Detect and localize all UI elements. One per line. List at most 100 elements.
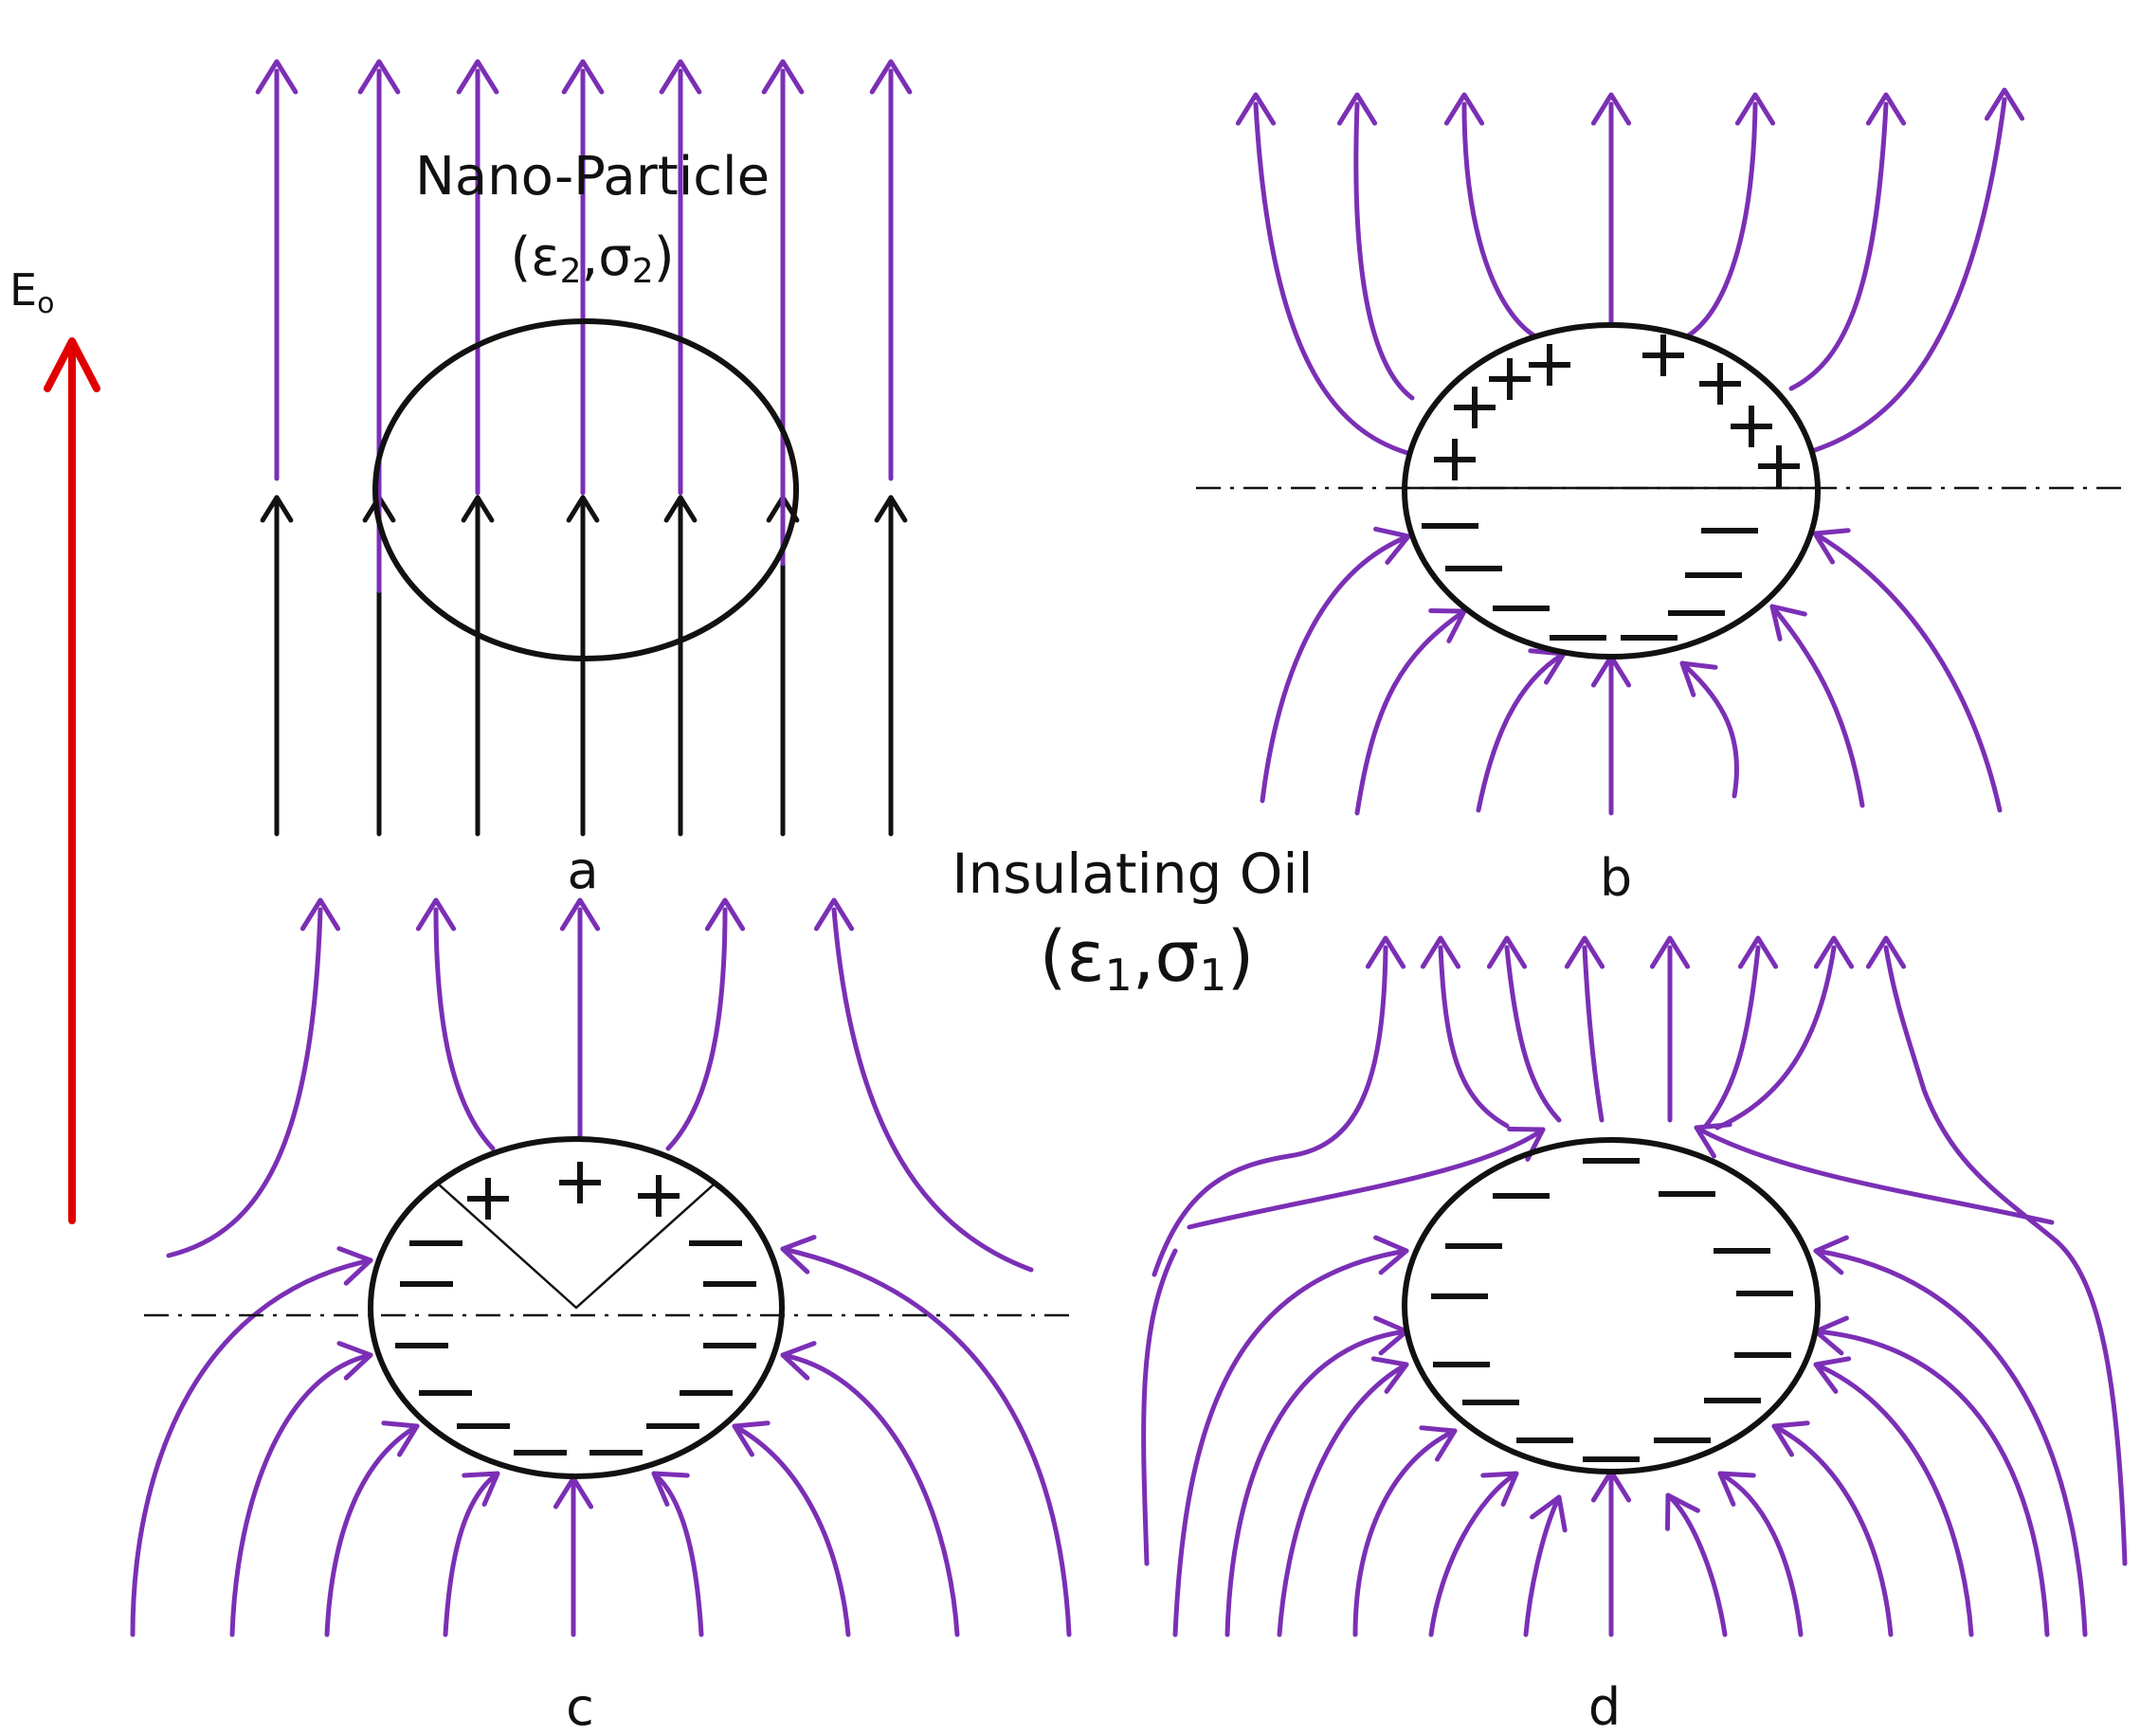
panel-c-field-line-top-3-arrowhead (559, 897, 601, 931)
field-label: Eo (9, 264, 54, 320)
panel-d-field-line-top-10-arrowhead (1865, 935, 1907, 969)
panel-b-field-line-top-4-arrowhead (1590, 92, 1632, 126)
particle-properties: (ε2,σ2) (510, 226, 674, 291)
panel-d-field-line-bottom-8 (1665, 1492, 1728, 1637)
panel-a-black-arrowhead-1 (260, 495, 294, 523)
panel-c-field-line-bottom-8 (780, 1352, 960, 1637)
panel-c-field-line-bottom-7-arrowhead (732, 1420, 771, 1457)
panel-b-field-lines (1235, 87, 2025, 816)
panel-b (1196, 87, 2128, 816)
panel-d-field-line-bottom-10 (1771, 1423, 1894, 1637)
panel-c-field-line-bottom-3 (324, 1423, 420, 1637)
panel-a-purple-lines (255, 59, 913, 593)
panel-c-field-line-bottom-1-arrowhead (336, 1246, 373, 1286)
panel-d-field-line-bottom-13 (1813, 1248, 2088, 1637)
panel-d-field-line-bottom-12 (1813, 1329, 2050, 1637)
panel-b-field-line-top-6 (1788, 101, 1889, 391)
panel-b-field-line-top-5 (1684, 101, 1758, 339)
panel-d-field-line-top-3 (1582, 945, 1605, 1123)
panel-a-black-arrowhead-5 (663, 495, 698, 523)
panel-b-field-line-bottom-2-arrowhead (1428, 607, 1467, 643)
panel-d (1141, 935, 2128, 1637)
panel-b-field-line-top-3 (1461, 101, 1538, 339)
panel-d-field-line-bottom-6-arrowhead (1530, 1494, 1568, 1533)
panel-a-field-arrowhead-3 (456, 59, 499, 95)
panel-d-field-line-top-8 (1187, 1127, 1546, 1230)
panel-b-field-line-bottom-1-arrowhead (1373, 526, 1411, 565)
panel-a-black-arrowhead-3 (461, 495, 495, 523)
panel-b-negative-charges (1422, 523, 1758, 641)
panel-b-field-line-bottom-6 (1769, 604, 1865, 808)
panel-a-field-arrowhead-1 (255, 59, 299, 95)
panel-a-field-arrowhead-7 (869, 59, 913, 95)
panel-d-field-line-top-1 (1438, 945, 1510, 1129)
panel-d-field-line-bottom-10-arrowhead (1771, 1420, 1810, 1457)
panel-b-field-line-top-2-arrowhead (1336, 92, 1378, 126)
panel-d-field-line-top-9-arrowhead (1694, 1122, 1732, 1159)
panel-c-field-line-bottom-8-arrowhead (780, 1341, 817, 1381)
panel-b-field-line-top-1-arrowhead (1235, 92, 1277, 126)
panel-d-field-line-top-7-arrowhead (1365, 935, 1406, 969)
applied-field-arrow (44, 337, 100, 1224)
panel-c-field-line-bottom-6-arrowhead (651, 1471, 690, 1507)
panel-d-field-line-top-6-arrowhead (1813, 935, 1855, 969)
panel-a-black-arrowhead-4 (566, 495, 600, 523)
panel-c-field-line-top-4-arrowhead (704, 897, 746, 931)
particle-name: Nano-Particle (415, 146, 770, 208)
panel-b-field-line-bottom-6-arrowhead (1769, 604, 1807, 642)
panel-c-field-line-bottom-2 (229, 1352, 373, 1637)
panel-b-field-line-top-5-arrowhead (1734, 92, 1776, 126)
panel-a-field-arrowhead-5 (659, 59, 702, 95)
panel-c-field-line-bottom-9-arrowhead (780, 1235, 817, 1275)
panel-d-field-line-top-2-arrowhead (1486, 935, 1528, 969)
panel-c (130, 897, 1072, 1637)
panel-d-field-line-bottom-9-arrowhead (1717, 1471, 1756, 1507)
panel-d-field-line-bottom-5-arrowhead (1480, 1471, 1519, 1507)
panel-c-label: c (566, 1677, 594, 1736)
panel-b-field-line-bottom-5 (1679, 660, 1740, 799)
panel-d-field-line-top-5 (1703, 945, 1761, 1129)
panel-a-black-lines (260, 495, 908, 837)
panel-a-label: a (567, 841, 598, 900)
panel-c-field-line-bottom-1 (130, 1257, 373, 1637)
panel-b-field-line-bottom-7 (1812, 531, 2003, 813)
panel-c-positive-charges (467, 1162, 680, 1220)
panel-c-field-line-top-4 (665, 907, 728, 1151)
panel-d-field-line-bottom-4 (1352, 1428, 1458, 1637)
panel-b-field-line-bottom-2 (1354, 608, 1467, 816)
panel-d-field-lines (1141, 935, 2128, 1637)
panel-c-field-line-top-5 (831, 907, 1034, 1273)
panel-a-field-arrowhead-6 (761, 59, 805, 95)
panel-b-field-line-bottom-3 (1476, 651, 1567, 813)
panel-c-field-line-bottom-3-arrowhead (381, 1420, 420, 1457)
panel-d-field-line-top-10 (1883, 945, 2128, 1566)
panel-d-field-line-bottom-3 (1277, 1362, 1409, 1637)
panel-c-field-line-bottom-9 (780, 1246, 1072, 1637)
panel-d-field-line-bottom-11 (1813, 1362, 1974, 1637)
panel-b-label: b (1600, 848, 1632, 908)
panel-c-field-line-top-1-arrowhead (299, 897, 341, 931)
panel-d-field-line-bottom-1 (1172, 1248, 1409, 1637)
panel-c-field-line-top-1 (166, 907, 323, 1258)
panel-d-field-line-bottom-3-arrowhead (1370, 1356, 1409, 1394)
panel-d-field-line-top-11 (1141, 1248, 1178, 1566)
medium-name: Insulating Oil (952, 841, 1313, 906)
panel-a-particle (372, 318, 799, 661)
panel-c-field-line-bottom-4-arrowhead (462, 1471, 500, 1507)
panel-d-negative-charges (1431, 1158, 1793, 1462)
panel-b-field-line-top-1 (1253, 101, 1410, 456)
panel-c-particle (368, 1136, 785, 1479)
panel-b-field-line-top-2 (1353, 101, 1415, 401)
panel-d-field-line-top-9 (1694, 1125, 2055, 1225)
panel-d-field-line-top-8-arrowhead (1507, 1126, 1546, 1162)
panel-d-field-line-top-5-arrowhead (1737, 935, 1779, 969)
medium-properties: (ε1,σ1) (1040, 916, 1255, 1001)
panel-b-field-line-top-7 (1809, 97, 2007, 454)
panel-d-field-line-top-3-arrowhead (1564, 935, 1605, 969)
panel-d-field-line-bottom-13-arrowhead (1813, 1235, 1849, 1275)
panel-c-cone (438, 1184, 715, 1310)
panel-d-field-line-bottom-11-arrowhead (1813, 1356, 1852, 1394)
panel-c-field-line-bottom-4 (443, 1471, 500, 1637)
panel-d-label: d (1588, 1677, 1621, 1736)
